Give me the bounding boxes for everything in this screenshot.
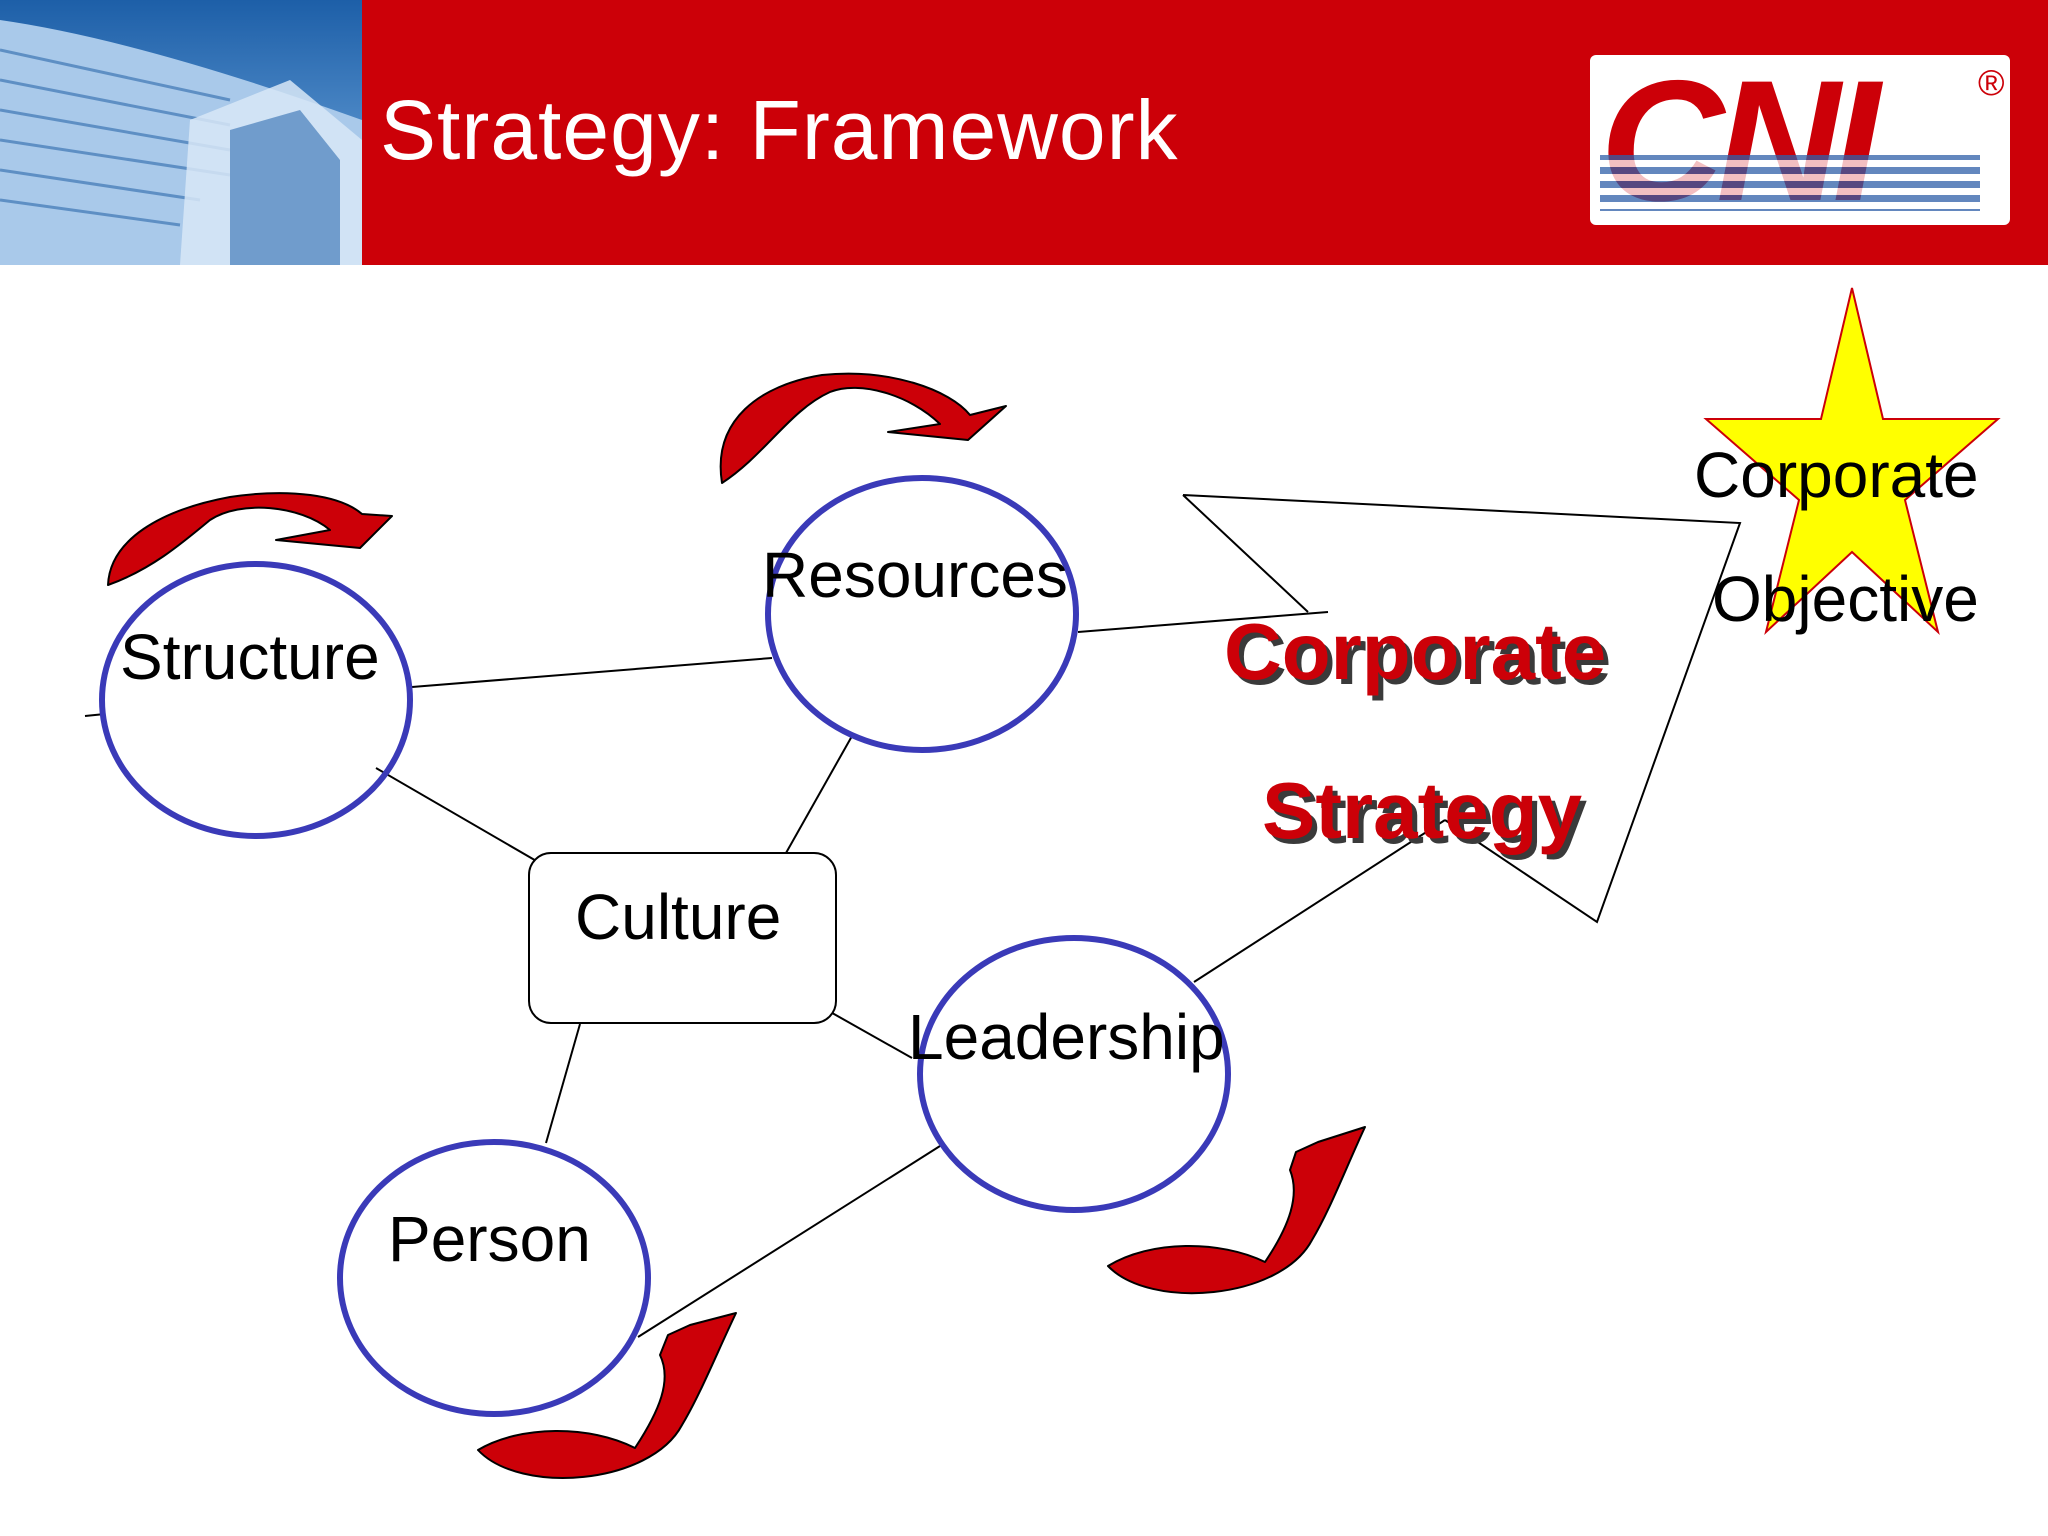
curved-arrow-icon [107, 492, 393, 586]
curved-arrow-icon [477, 1312, 737, 1479]
strategy-label-line2: Strategy [1262, 766, 1583, 855]
connector-structure-culture [375, 767, 546, 867]
node-label-person: Person [388, 1203, 591, 1275]
leadership-circle [917, 935, 1231, 1213]
connector-culture-person [545, 1023, 581, 1144]
connector-leadership-person [637, 1145, 941, 1338]
objective-label-line1: Corporate [1694, 439, 1979, 511]
resources-circle [765, 475, 1079, 753]
strategy-label-line1: Corporate [1224, 607, 1607, 696]
curved-arrow-icon [1107, 1126, 1366, 1295]
star-icon [1703, 287, 2001, 636]
connector-resources-culture [785, 735, 853, 854]
connector-resources-strategy [1077, 611, 1329, 633]
building-photo [0, 0, 362, 265]
objective-label-line2: Objective [1712, 563, 1979, 635]
curved-arrow-icon [719, 372, 1007, 484]
cni-logo: CNI ® [1590, 55, 2010, 225]
node-label-culture: Culture [575, 881, 782, 953]
node-label-resources: Resources [762, 539, 1068, 611]
node-label-leadership: Leadership [908, 1001, 1225, 1073]
structure-circle [99, 561, 413, 839]
strategy-arrow-outline [1182, 494, 1742, 924]
person-circle [337, 1139, 651, 1417]
registered-mark: ® [1978, 62, 2005, 103]
connector-culture-leadership [817, 1004, 913, 1059]
connector-leadership-strategy [1193, 819, 1446, 983]
culture-box [528, 852, 837, 1024]
connector-structure-resources [411, 657, 773, 688]
slide-title: Strategy: Framework [380, 83, 1179, 177]
node-label-structure: Structure [120, 621, 380, 693]
